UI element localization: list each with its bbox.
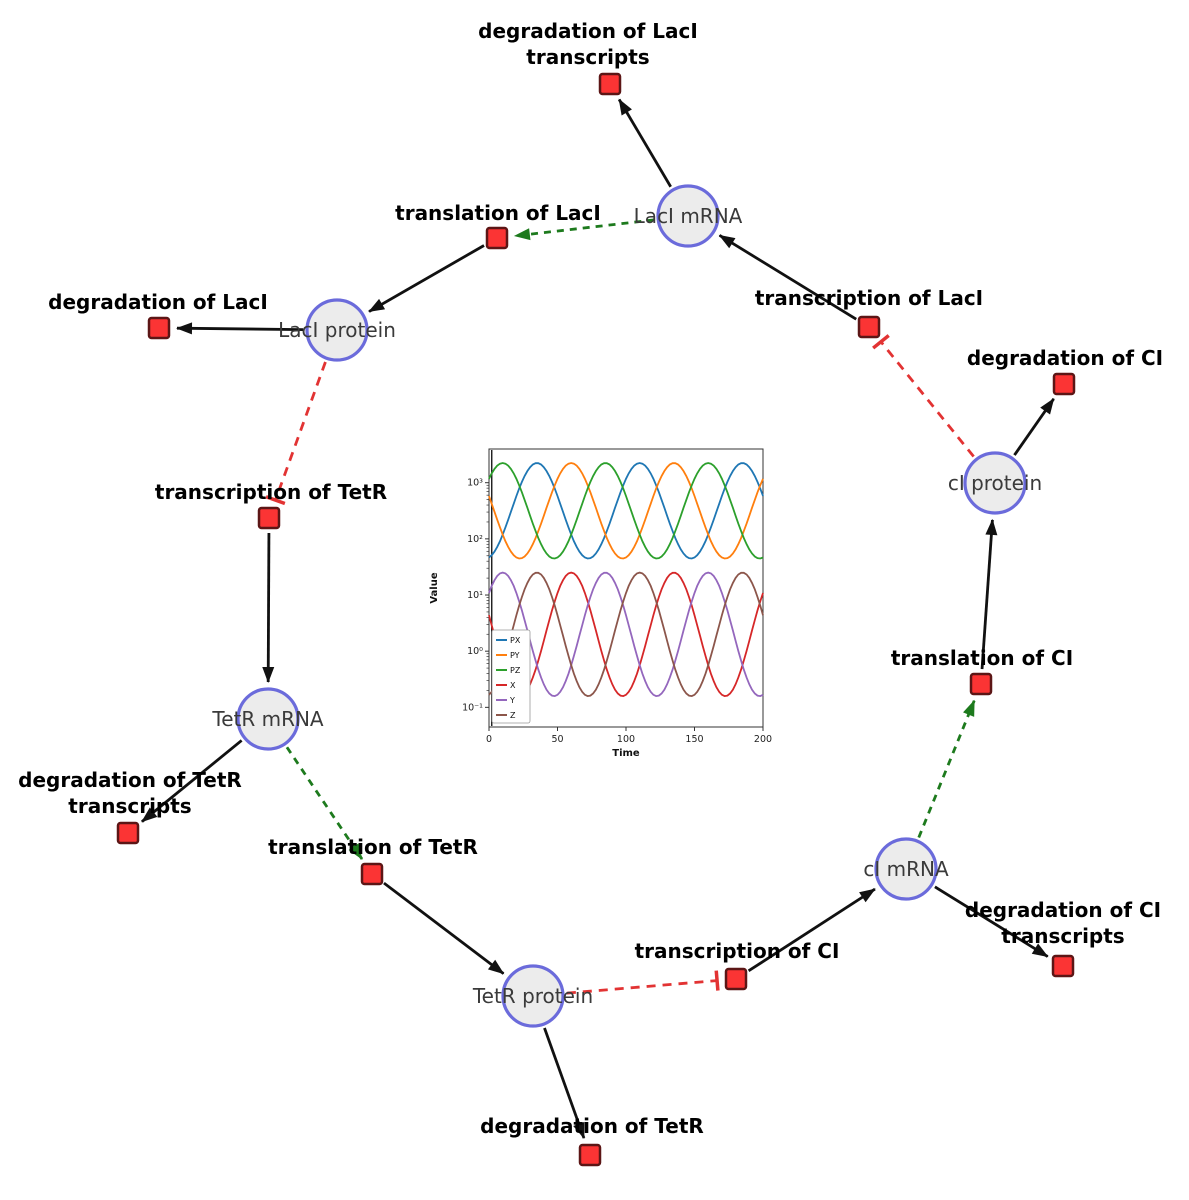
reaction-node-deg-tetr: [578, 1143, 602, 1167]
x-tick-label: 0: [486, 734, 492, 745]
reaction-node-deg-ci: [1052, 372, 1076, 396]
reaction-label-line: transcription of LacI: [754, 286, 984, 310]
legend: PX PY PZ XYZ: [491, 629, 531, 724]
series-X: [488, 571, 764, 698]
species-node-laci-protein: [305, 298, 369, 362]
reaction-label-line: degradation of TetR: [480, 1114, 704, 1138]
reaction-label-translation-tetr: translation of TetR: [268, 834, 478, 860]
reaction-label-transcription-laci: transcription of LacI: [755, 285, 983, 311]
species-node-ci-mrna: [874, 837, 938, 901]
species-node-laci-mrna: [656, 184, 720, 248]
legend-entry-Z: Z: [510, 711, 516, 720]
edge-consumption-laci-mrna-to-deg-laci-transcripts: [617, 98, 672, 188]
species-node-tetr-protein: [501, 964, 565, 1028]
reaction-node-translation-ci: [969, 672, 993, 696]
edge-consumption-tetr-mrna-to-deg-tetr-transcripts: [141, 739, 243, 823]
edge-consumption-tetr-protein-to-deg-tetr: [543, 1027, 586, 1139]
x-tick-label: 100: [617, 734, 635, 745]
x-tick-label: 200: [754, 734, 772, 745]
reaction-node-deg-laci: [147, 316, 171, 340]
edge-inhibition-ci-protein-to-transcription-laci: [872, 334, 975, 458]
legend-entry-Y: Y: [509, 696, 515, 705]
y-tick-label: 10⁰: [467, 646, 483, 657]
edge-inhibition-laci-protein-to-transcription-tetr: [265, 361, 327, 506]
reaction-label-deg-tetr: degradation of TetR: [480, 1113, 704, 1139]
reaction-label-line: translation of CI: [890, 646, 1074, 670]
edge-production-transcription-laci-to-laci-mrna: [718, 234, 857, 321]
reaction-label-translation-ci: translation of CI: [891, 645, 1073, 671]
x-tick-label: 50: [551, 734, 563, 745]
edge-consumption-ci-mrna-to-deg-ci-transcripts: [934, 885, 1049, 958]
edge-production-translation-ci-to-ci-protein: [980, 518, 998, 670]
species-node-ci-protein: [963, 451, 1027, 515]
y-tick-label: 10²: [467, 534, 483, 545]
legend-entry-PY: PY: [510, 651, 520, 660]
reaction-node-deg-ci-transcripts: [1051, 954, 1075, 978]
species-label-tetr-mrna: TetR mRNA: [212, 707, 324, 731]
reaction-node-transcription-laci: [857, 315, 881, 339]
y-tick-label: 10³: [467, 478, 483, 489]
reaction-label-translation-laci: translation of LacI: [395, 200, 601, 226]
reaction-label-line: transcripts: [1001, 924, 1125, 948]
legend-entry-X: X: [510, 681, 516, 690]
reaction-label-deg-ci: degradation of CI: [967, 345, 1163, 371]
species-label-laci-protein: LacI protein: [278, 318, 396, 342]
reaction-label-line: transcription of CI: [634, 939, 840, 963]
x-tick-label: 150: [685, 734, 703, 745]
reaction-label-deg-laci: degradation of LacI: [48, 289, 268, 315]
reaction-label-line: degradation of TetR: [18, 768, 242, 792]
reaction-label-line: transcripts: [68, 794, 192, 818]
reaction-label-line: transcripts: [526, 45, 650, 69]
species-label-ci-mrna: cI mRNA: [863, 857, 949, 881]
x-axis-label: Time: [612, 748, 640, 759]
legend-entry-PZ: PZ: [510, 666, 521, 675]
reaction-node-deg-tetr-transcripts: [116, 821, 140, 845]
reaction-label-line: transcription of TetR: [154, 480, 388, 504]
series-PY: [488, 462, 764, 560]
reaction-label-line: degradation of LacI: [478, 19, 698, 43]
edge-modifier-ci-mrna-to-translation-ci: [917, 699, 976, 839]
y-tick-label: 10¹: [467, 590, 483, 601]
reaction-label-line: degradation of CI: [964, 898, 1162, 922]
series-Z: [488, 571, 764, 698]
reaction-node-translation-tetr: [360, 862, 384, 886]
series-PZ: [488, 462, 764, 560]
reaction-label-line: degradation of LacI: [48, 290, 268, 314]
edge-consumption-laci-protein-to-deg-laci: [175, 322, 304, 335]
reaction-label-line: degradation of CI: [966, 346, 1164, 370]
reaction-node-transcription-tetr: [257, 506, 281, 530]
edge-modifier-laci-mrna-to-translation-laci: [513, 218, 655, 241]
edge-production-translation-tetr-to-tetr-protein: [383, 881, 505, 975]
species-node-tetr-mrna: [236, 687, 300, 751]
series-Y: [488, 571, 764, 698]
legend-entry-PX: PX: [510, 636, 521, 645]
edge-consumption-ci-protein-to-deg-ci: [1013, 397, 1055, 456]
y-axis-label: Value: [429, 572, 440, 603]
reaction-node-translation-laci: [485, 226, 509, 250]
edge-production-transcription-ci-to-ci-mrna: [747, 887, 876, 973]
reaction-node-transcription-ci: [724, 967, 748, 991]
series-PX: [488, 462, 764, 560]
edge-production-translation-laci-to-laci-protein: [368, 244, 485, 313]
reaction-label-line: translation of LacI: [395, 201, 601, 225]
species-label-tetr-protein: TetR protein: [472, 984, 594, 1008]
reaction-label-line: translation of TetR: [268, 835, 478, 859]
y-tick-label: 10⁻¹: [462, 702, 483, 713]
edge-production-transcription-tetr-to-tetr-mrna: [262, 532, 275, 684]
edge-modifier-tetr-mrna-to-translation-tetr: [285, 746, 364, 860]
species-label-laci-mrna: LacI mRNA: [633, 204, 743, 228]
species-label-ci-protein: cI protein: [947, 471, 1043, 495]
reaction-label-transcription-tetr: transcription of TetR: [155, 479, 387, 505]
reaction-label-transcription-ci: transcription of CI: [635, 938, 840, 964]
reaction-node-deg-laci-transcripts: [598, 72, 622, 96]
